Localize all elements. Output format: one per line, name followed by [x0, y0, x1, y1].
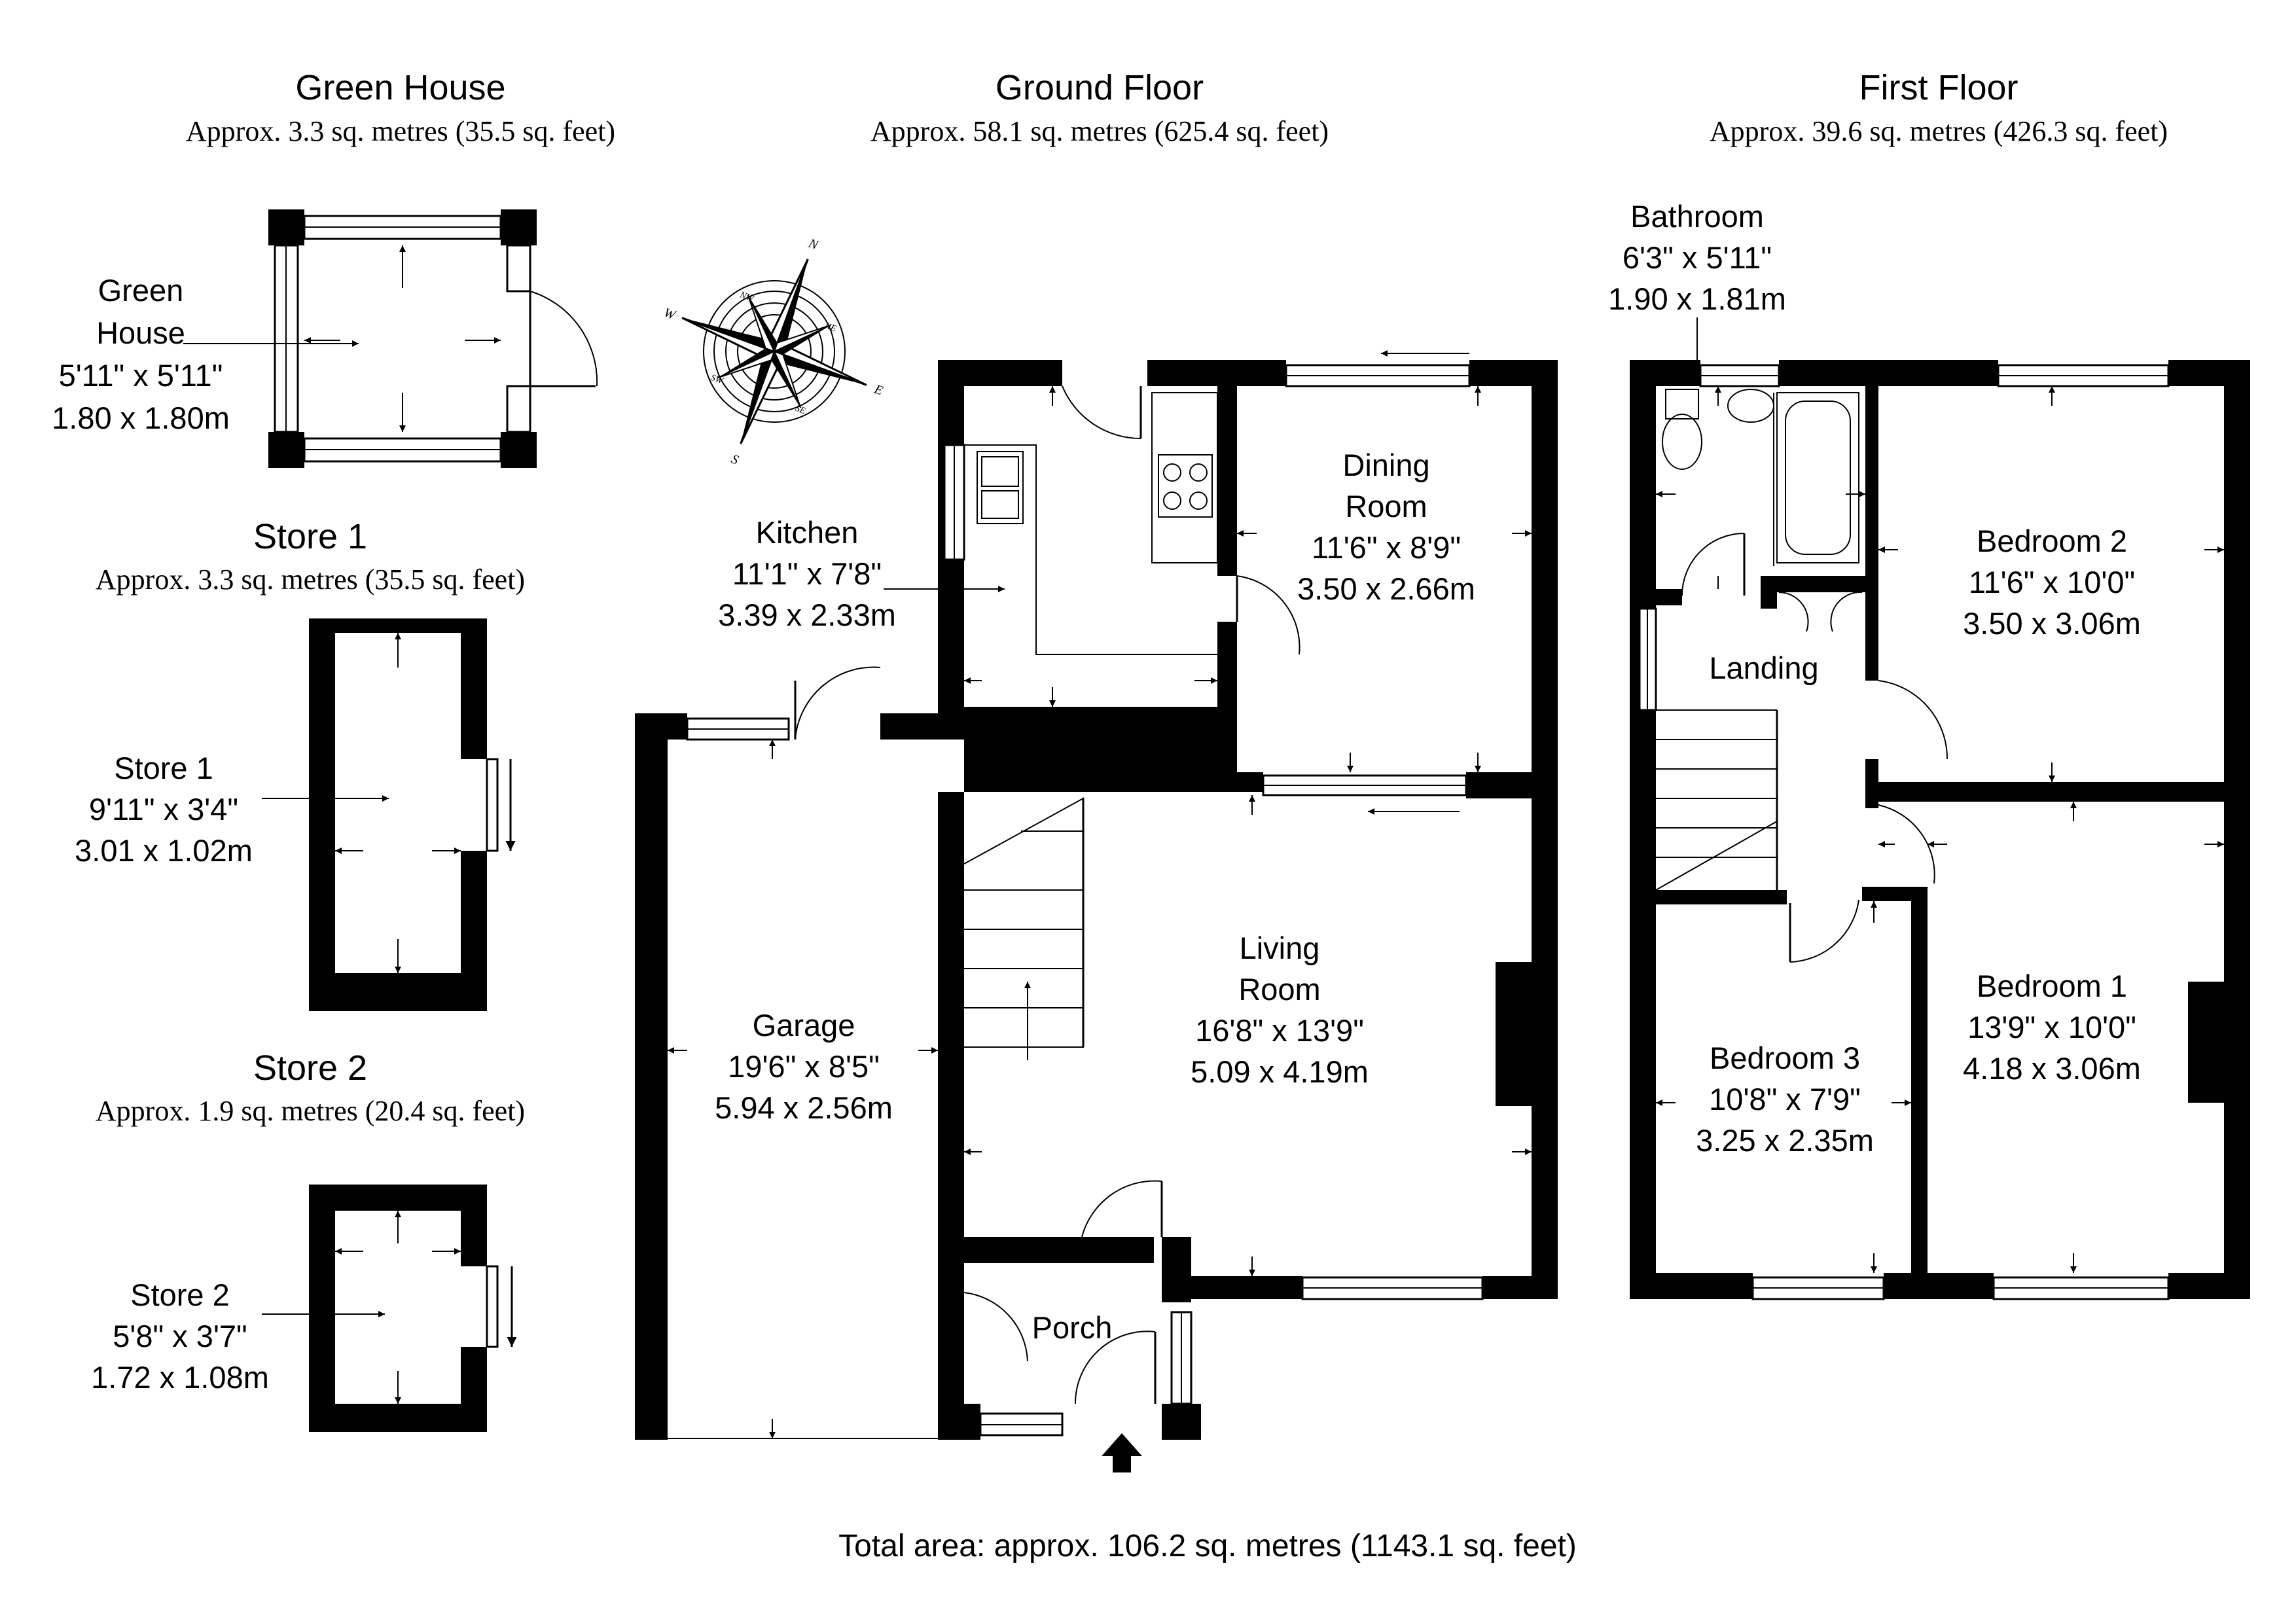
first-floor-area: Approx. 39.6 sq. metres (426.3 sq. feet) [1710, 115, 2168, 147]
garage-label: Garage 19'6" x 8'5" 5.94 x 2.56m [715, 1008, 893, 1125]
svg-text:9'11" x 3'4": 9'11" x 3'4" [89, 792, 238, 827]
svg-text:11'1" x 7'8": 11'1" x 7'8" [732, 556, 882, 591]
compass-rose-icon: N E S W NE SE SW NW [662, 236, 885, 468]
svg-text:Dining: Dining [1342, 448, 1429, 482]
svg-text:1.72 x 1.08m: 1.72 x 1.08m [91, 1360, 269, 1395]
svg-text:Porch: Porch [1032, 1310, 1113, 1345]
svg-text:Room: Room [1345, 489, 1427, 524]
svg-text:Bedroom 1: Bedroom 1 [1977, 969, 2127, 1003]
store-1-plan [262, 618, 516, 1011]
svg-text:E: E [872, 382, 885, 398]
svg-text:5.09 x 4.19m: 5.09 x 4.19m [1191, 1054, 1369, 1089]
svg-text:N: N [806, 236, 821, 253]
svg-text:Room: Room [1238, 972, 1320, 1007]
svg-text:Green: Green [98, 273, 184, 308]
svg-text:5'8" x 3'7": 5'8" x 3'7" [113, 1319, 247, 1353]
svg-text:1.80 x 1.80m: 1.80 x 1.80m [52, 401, 230, 435]
living-room-label: Living Room 16'8" x 13'9" 5.09 x 4.19m [1191, 931, 1369, 1089]
svg-text:16'8" x 13'9": 16'8" x 13'9" [1195, 1013, 1364, 1048]
svg-text:Bathroom: Bathroom [1630, 199, 1764, 234]
svg-text:Store 2: Store 2 [130, 1277, 230, 1312]
dining-room-label: Dining Room 11'6" x 8'9" 3.50 x 2.66m [1297, 448, 1475, 606]
svg-text:5'11" x 5'11": 5'11" x 5'11" [59, 358, 223, 393]
porch-label: Porch [1032, 1310, 1113, 1345]
kitchen-label: Kitchen 11'1" x 7'8" 3.39 x 2.33m [718, 515, 896, 632]
ground-floor-plan [635, 350, 1558, 1472]
svg-text:SE: SE [794, 404, 807, 417]
green-house-area: Approx. 3.3 sq. metres (35.5 sq. feet) [186, 115, 615, 147]
landing-label: Landing [1709, 651, 1818, 685]
store-2-label: Store 2 5'8" x 3'7" 1.72 x 1.08m [91, 1277, 269, 1395]
svg-text:Bedroom 2: Bedroom 2 [1977, 524, 2127, 558]
svg-text:Garage: Garage [753, 1008, 855, 1043]
svg-text:3.50 x 2.66m: 3.50 x 2.66m [1297, 571, 1475, 606]
svg-text:Kitchen: Kitchen [756, 515, 859, 550]
svg-text:19'6" x 8'5": 19'6" x 8'5" [728, 1049, 880, 1084]
green-house-title: Green House [295, 68, 505, 107]
green-house-plan [183, 209, 598, 468]
svg-text:6'3" x 5'11": 6'3" x 5'11" [1623, 240, 1772, 275]
total-area: Total area: approx. 106.2 sq. metres (11… [838, 1529, 1577, 1563]
svg-text:13'9" x 10'0": 13'9" x 10'0" [1967, 1010, 2136, 1044]
svg-text:Bedroom 3: Bedroom 3 [1710, 1041, 1860, 1075]
bathroom-label: Bathroom 6'3" x 5'11" 1.90 x 1.81m [1608, 199, 1786, 316]
bedroom-3-label: Bedroom 3 10'8" x 7'9" 3.25 x 2.35m [1696, 1041, 1874, 1158]
first-floor-title: First Floor [1859, 68, 2018, 107]
header-ground-floor: Ground Floor Approx. 58.1 sq. metres (62… [870, 68, 1329, 147]
svg-text:Landing: Landing [1709, 651, 1818, 685]
first-floor-plan [1630, 360, 2250, 1300]
header-store-1: Store 1 Approx. 3.3 sq. metres (35.5 sq.… [96, 517, 525, 596]
svg-text:3.25 x 2.35m: 3.25 x 2.35m [1696, 1123, 1874, 1158]
store-1-label: Store 1 9'11" x 3'4" 3.01 x 1.02m [75, 751, 253, 868]
svg-text:3.50 x 3.06m: 3.50 x 3.06m [1963, 606, 2141, 641]
svg-text:House: House [96, 315, 185, 350]
svg-text:5.94 x 2.56m: 5.94 x 2.56m [715, 1090, 893, 1125]
svg-text:Living: Living [1240, 931, 1320, 965]
svg-text:NE: NE [823, 321, 838, 334]
header-first-floor: First Floor Approx. 39.6 sq. metres (426… [1710, 68, 2168, 147]
store-2-plan [262, 1185, 517, 1432]
svg-text:SW: SW [709, 373, 725, 387]
svg-text:10'8" x 7'9": 10'8" x 7'9" [1709, 1082, 1861, 1116]
store-1-title: Store 1 [253, 517, 367, 556]
svg-text:4.18 x 3.06m: 4.18 x 3.06m [1963, 1051, 2141, 1086]
svg-text:3.39 x 2.33m: 3.39 x 2.33m [718, 597, 896, 632]
svg-text:W: W [662, 306, 678, 323]
svg-text:Store 1: Store 1 [114, 751, 213, 785]
bedroom-1-label: Bedroom 1 13'9" x 10'0" 4.18 x 3.06m [1963, 969, 2141, 1086]
header-store-2: Store 2 Approx. 1.9 sq. metres (20.4 sq.… [96, 1048, 525, 1127]
store-2-area: Approx. 1.9 sq. metres (20.4 sq. feet) [96, 1095, 525, 1127]
store-1-area: Approx. 3.3 sq. metres (35.5 sq. feet) [96, 563, 525, 596]
store-2-title: Store 2 [253, 1048, 367, 1088]
ground-floor-area: Approx. 58.1 sq. metres (625.4 sq. feet) [870, 115, 1329, 147]
svg-text:11'6" x 8'9": 11'6" x 8'9" [1312, 530, 1461, 565]
ground-floor-title: Ground Floor [996, 68, 1204, 107]
header-green-house: Green House Approx. 3.3 sq. metres (35.5… [186, 68, 615, 147]
svg-text:3.01 x 1.02m: 3.01 x 1.02m [75, 833, 253, 868]
svg-text:1.90 x 1.81m: 1.90 x 1.81m [1608, 281, 1786, 316]
green-house-label: Green House 5'11" x 5'11" 1.80 x 1.80m [52, 273, 230, 435]
bedroom-2-label: Bedroom 2 11'6" x 10'0" 3.50 x 3.06m [1963, 524, 2141, 641]
svg-text:S: S [729, 452, 740, 467]
svg-text:11'6" x 10'0": 11'6" x 10'0" [1969, 565, 2135, 599]
entrance-arrow-icon [1102, 1433, 1142, 1472]
